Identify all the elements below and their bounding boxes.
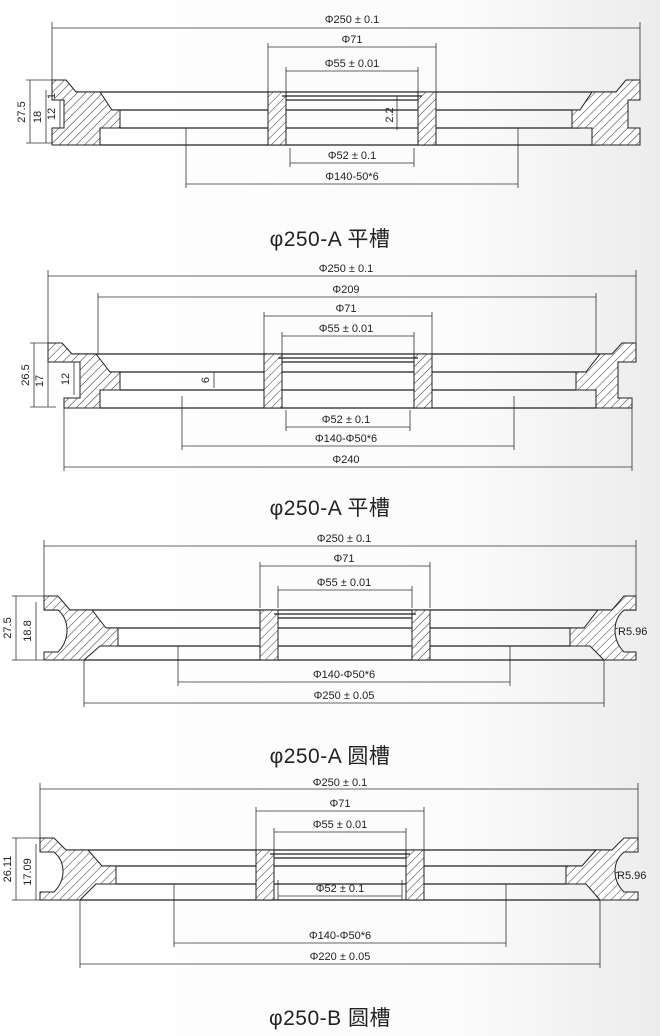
part-section-1: [51, 79, 641, 146]
dim-d240: Φ240: [332, 454, 359, 466]
dimension-lines-2: [30, 270, 637, 471]
dim-d250b: Φ250 ± 0.05: [314, 690, 375, 702]
dim-t-gap: 2.2: [384, 107, 396, 122]
caption-3: φ250-A 圆槽: [270, 745, 391, 768]
dimension-lines-3: [12, 540, 637, 707]
dim-h-total: 27.5: [16, 101, 28, 122]
dim-d71: Φ71: [329, 798, 350, 810]
dim-d71: Φ71: [333, 553, 354, 565]
caption-1: φ250-A 平槽: [270, 228, 391, 251]
dim-h-mid: 17.09: [22, 858, 34, 886]
dim-d52: Φ52 ± 0.1: [322, 414, 370, 426]
dim-d71: Φ71: [341, 34, 362, 46]
caption-4: φ250-B 圆槽: [269, 1007, 391, 1030]
dim-d140: Φ140-Φ50*6: [313, 669, 375, 681]
dim-d71: Φ71: [335, 303, 356, 315]
dim-d250: Φ250 ± 0.1: [325, 14, 380, 26]
dim-h-mid: 18: [32, 111, 44, 123]
dim-radius: R5.96: [618, 626, 647, 638]
dim-d52: Φ52 ± 0.1: [328, 150, 376, 162]
dim-t-web: 6: [200, 377, 212, 383]
dim-h-mid: 18.8: [22, 620, 34, 641]
dim-d52: Φ52 ± 0.1: [316, 883, 364, 895]
dimension-lines-1: [26, 22, 641, 188]
dim-d140: Φ140-Φ50*6: [309, 930, 371, 942]
dim-h-top: 1: [46, 93, 58, 99]
dim-d220: Φ220 ± 0.05: [310, 951, 371, 963]
dim-h-total: 26.11: [2, 856, 14, 883]
part-section-3: [43, 595, 637, 661]
dim-d55: Φ55 ± 0.01: [313, 819, 368, 831]
dim-d140: Φ140-Φ50*6: [315, 433, 377, 445]
drawing-1: Φ250 ± 0.1 Φ71 Φ55 ± 0.01 Φ52 ± 0.1 Φ140…: [16, 14, 641, 251]
dim-d55: Φ55 ± 0.01: [319, 323, 374, 335]
part-section-2: [47, 342, 637, 409]
caption-2: φ250-A 平槽: [270, 497, 391, 520]
drawing-4: Φ250 ± 0.1 Φ71 Φ55 ± 0.01 Φ52 ± 0.1 Φ140…: [2, 777, 646, 1030]
dim-h-total: 26.5: [20, 364, 32, 385]
dim-radius: R5.96: [617, 870, 646, 882]
dim-d250: Φ250 ± 0.1: [313, 777, 368, 789]
dim-d209: Φ209: [332, 284, 359, 296]
drawing-3: Φ250 ± 0.1 Φ71 Φ55 ± 0.01 Φ140-Φ50*6 Φ25…: [2, 533, 647, 768]
part-section-4: [39, 837, 639, 901]
dim-h-mid: 17: [34, 375, 46, 387]
dim-d55: Φ55 ± 0.01: [317, 577, 372, 589]
dim-d250: Φ250 ± 0.1: [317, 533, 372, 545]
dim-d250: Φ250 ± 0.1: [319, 263, 374, 275]
drawing-2: Φ250 ± 0.1 Φ209 Φ71 Φ55 ± 0.01 Φ52 ± 0.1…: [20, 263, 637, 520]
dim-d55: Φ55 ± 0.01: [325, 58, 380, 70]
dim-h-total: 27.5: [2, 617, 14, 638]
dim-h-in: 12: [60, 373, 72, 385]
dim-d140: Φ140-50*6: [325, 171, 378, 183]
dim-h-in: 12: [46, 108, 58, 120]
